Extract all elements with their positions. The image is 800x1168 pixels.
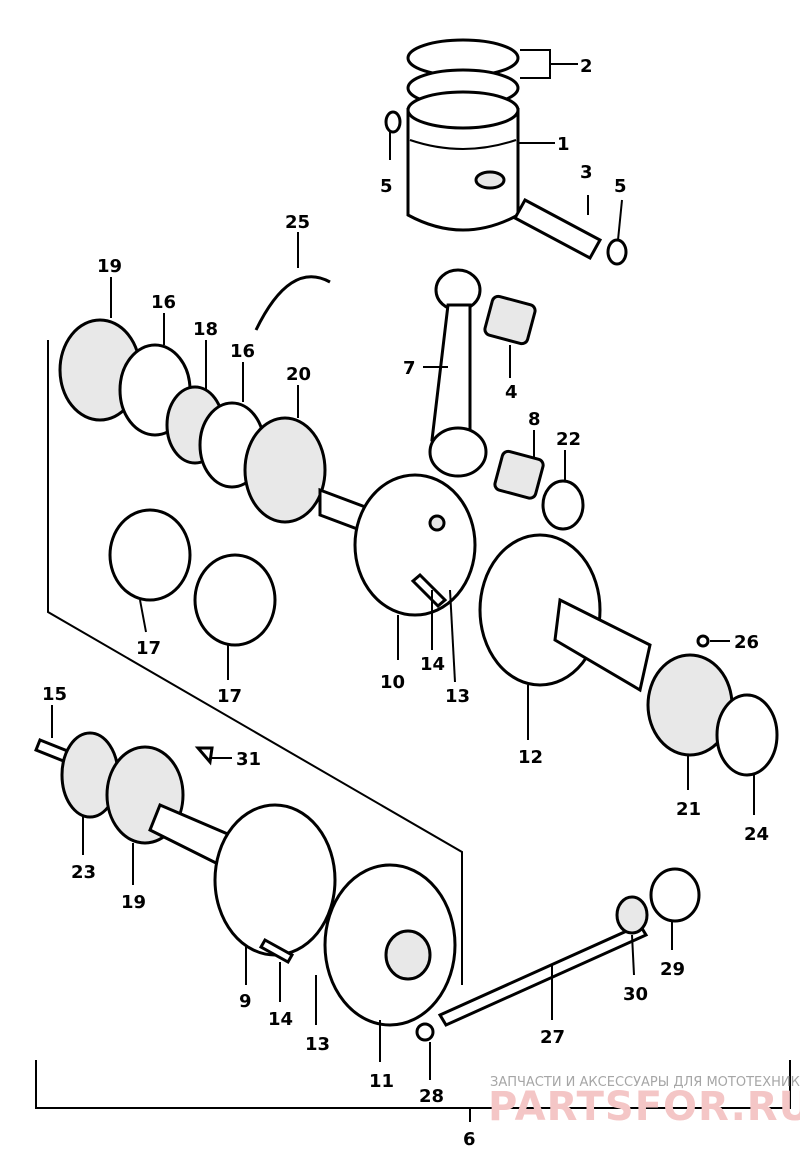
leader-5b <box>617 199 623 241</box>
callout-13: 13 <box>305 1034 330 1055</box>
callout-10: 10 <box>380 672 405 693</box>
callout-30: 30 <box>623 984 648 1005</box>
connecting-rod-assembly <box>254 268 585 531</box>
needle-bearing-8 <box>493 449 545 500</box>
callout-15: 15 <box>42 684 67 705</box>
seal-24 <box>715 693 779 777</box>
callout-6: 6 <box>463 1129 476 1150</box>
callout-1: 1 <box>557 134 570 155</box>
watermark: ЗАПЧАСТИ И АКСЕССУАРЫ ДЛЯ МОТОТЕХНИКИ PA… <box>488 1075 800 1130</box>
leader-2 <box>520 49 578 79</box>
callout-7: 7 <box>403 358 416 379</box>
callout-14: 14 <box>420 654 445 675</box>
callout-25: 25 <box>285 212 310 233</box>
callout-5: 5 <box>380 176 393 197</box>
callout-31: 31 <box>236 749 261 770</box>
crank-web-11-bore <box>384 929 432 981</box>
piston-assembly <box>384 38 628 266</box>
callout-12: 12 <box>518 747 543 768</box>
callout-24: 24 <box>744 824 769 845</box>
callout-13: 13 <box>445 686 470 707</box>
callout-29: 29 <box>660 959 685 980</box>
callout-23: 23 <box>71 862 96 883</box>
callout-17: 17 <box>217 686 242 707</box>
callout-14: 14 <box>268 1009 293 1030</box>
shaft-27 <box>437 923 649 1027</box>
callout-27: 27 <box>540 1027 565 1048</box>
callout-2: 2 <box>580 56 593 77</box>
thrust-washer-22 <box>541 479 585 531</box>
callout-28: 28 <box>419 1086 444 1107</box>
crank-web-10-hole <box>428 514 446 532</box>
piston-ring-groove <box>409 139 517 150</box>
callout-21: 21 <box>676 799 701 820</box>
watermark-tagline: ЗАПЧАСТИ И АКСЕССУАРЫ ДЛЯ МОТОТЕХНИКИ <box>490 1075 800 1090</box>
left-crank-half <box>58 318 477 647</box>
crank-pin-14-upper <box>410 572 448 609</box>
callout-19: 19 <box>121 892 146 913</box>
washer-30 <box>615 895 649 935</box>
watermark-brand: PARTSFOR.RU <box>488 1084 800 1130</box>
crank-web-9 <box>213 803 337 957</box>
right-crank-taper <box>553 597 652 693</box>
callout-8: 8 <box>528 409 541 430</box>
snap-ring-25 <box>254 275 331 331</box>
piston-ring-17-right <box>193 553 277 647</box>
circlip-left <box>384 110 402 134</box>
piston-pin <box>512 197 603 261</box>
leader-30 <box>631 934 635 976</box>
piston-crown <box>406 90 520 130</box>
callout-16: 16 <box>151 292 176 313</box>
callout-19: 19 <box>97 256 122 277</box>
leader-13a <box>449 589 456 683</box>
piston-pin-boss <box>474 170 506 190</box>
leader-lines <box>35 49 791 1122</box>
callout-9: 9 <box>239 991 252 1012</box>
rod-big-end <box>428 426 488 478</box>
bearing-20 <box>243 416 327 524</box>
right-crank-half <box>478 533 779 777</box>
rod-beam <box>430 303 472 447</box>
key-31 <box>194 746 214 766</box>
callout-26: 26 <box>734 632 759 653</box>
callout-4: 4 <box>505 382 518 403</box>
callout-5: 5 <box>614 176 627 197</box>
callout-20: 20 <box>286 364 311 385</box>
callout-18: 18 <box>193 319 218 340</box>
piston-ring-17-left <box>108 508 192 602</box>
washer-28 <box>415 1022 435 1042</box>
callout-17: 17 <box>136 638 161 659</box>
needle-bearing-4 <box>483 294 537 346</box>
lower-crank-assembly <box>34 731 701 1042</box>
callout-11: 11 <box>369 1071 394 1092</box>
leader-17a <box>139 599 147 633</box>
callout-3: 3 <box>580 162 593 183</box>
crank-web-10 <box>353 473 477 617</box>
callout-22: 22 <box>556 429 581 450</box>
circlip-right <box>606 238 628 266</box>
crank-pin-14-lower <box>258 937 295 965</box>
bracket-6 <box>35 1060 791 1122</box>
pin-26 <box>696 634 710 648</box>
callout-labels: 2 1 5 3 5 25 19 16 18 16 20 7 4 8 22 17 … <box>42 56 769 1150</box>
assembly-outline <box>47 340 463 985</box>
callout-16: 16 <box>230 341 255 362</box>
nut-29 <box>649 867 701 923</box>
